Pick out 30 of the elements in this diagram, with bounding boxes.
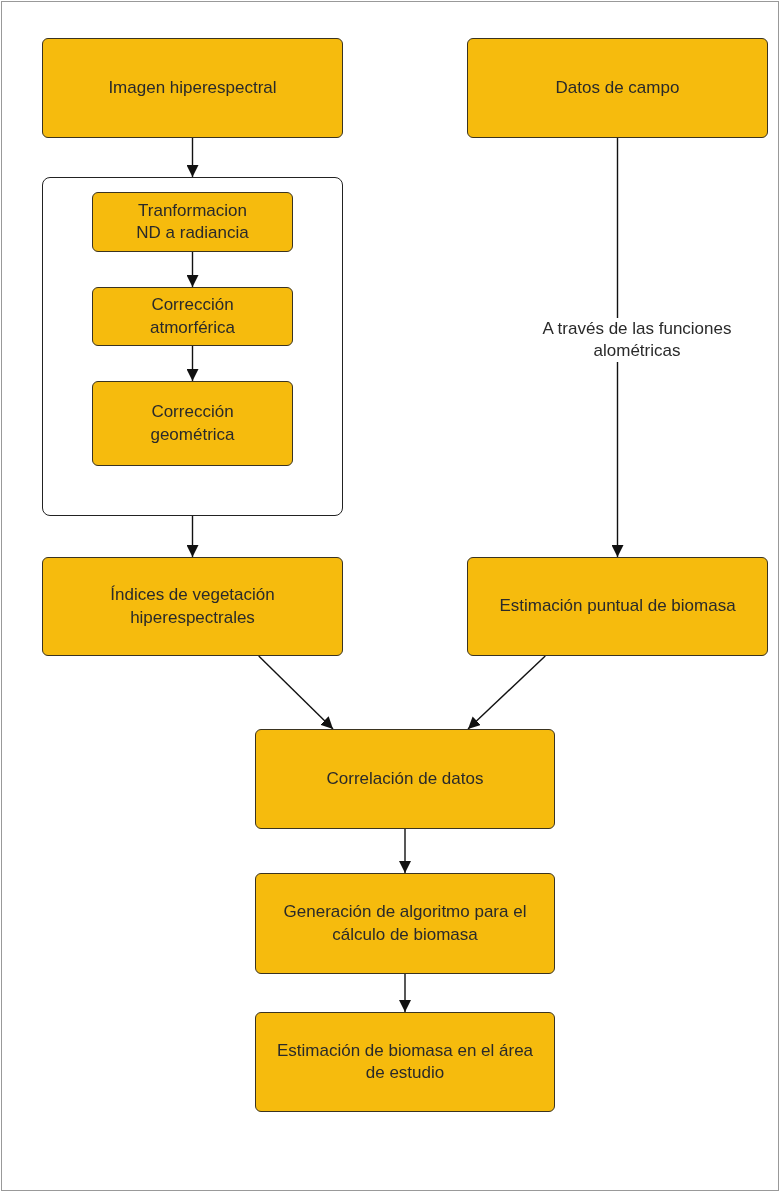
box-label: Corrección geométrica: [149, 401, 236, 446]
box-label: Corrección atmorférica: [149, 294, 236, 339]
arrow: [399, 973, 411, 1013]
process-box: [92, 287, 293, 346]
group-box: [42, 177, 343, 516]
process-box: [255, 729, 555, 829]
box-label: Generación de algoritmo para el cálculo de biomasa: [282, 901, 528, 946]
process-box: [92, 381, 293, 466]
process-box: [92, 192, 293, 252]
process-box: [467, 38, 768, 138]
box-label: Imagen hiperespectral: [108, 76, 277, 99]
arrow: [399, 828, 411, 874]
arrow: [186, 515, 199, 558]
process-box: [467, 557, 768, 656]
box-label: Estimación puntual de biomasa: [499, 595, 736, 618]
process-box: [255, 873, 555, 974]
process-box: [255, 1012, 555, 1112]
box-label: Tranformacion ND a radiancia: [135, 199, 250, 244]
arrow: [467, 655, 546, 730]
arrow: [611, 137, 624, 558]
arrow: [186, 251, 199, 288]
box-label: Índices de vegetación hiperespectrales: [109, 584, 276, 629]
arrow: [258, 655, 334, 730]
process-box: [42, 38, 343, 138]
box-label: Estimación de biomasa en el área de estudio: [276, 1039, 534, 1084]
box-label: Datos de campo: [555, 76, 680, 99]
box-label: Correlación de datos: [326, 767, 484, 790]
arrow: [186, 345, 199, 382]
process-box: [42, 557, 343, 656]
arrow: [186, 137, 199, 178]
